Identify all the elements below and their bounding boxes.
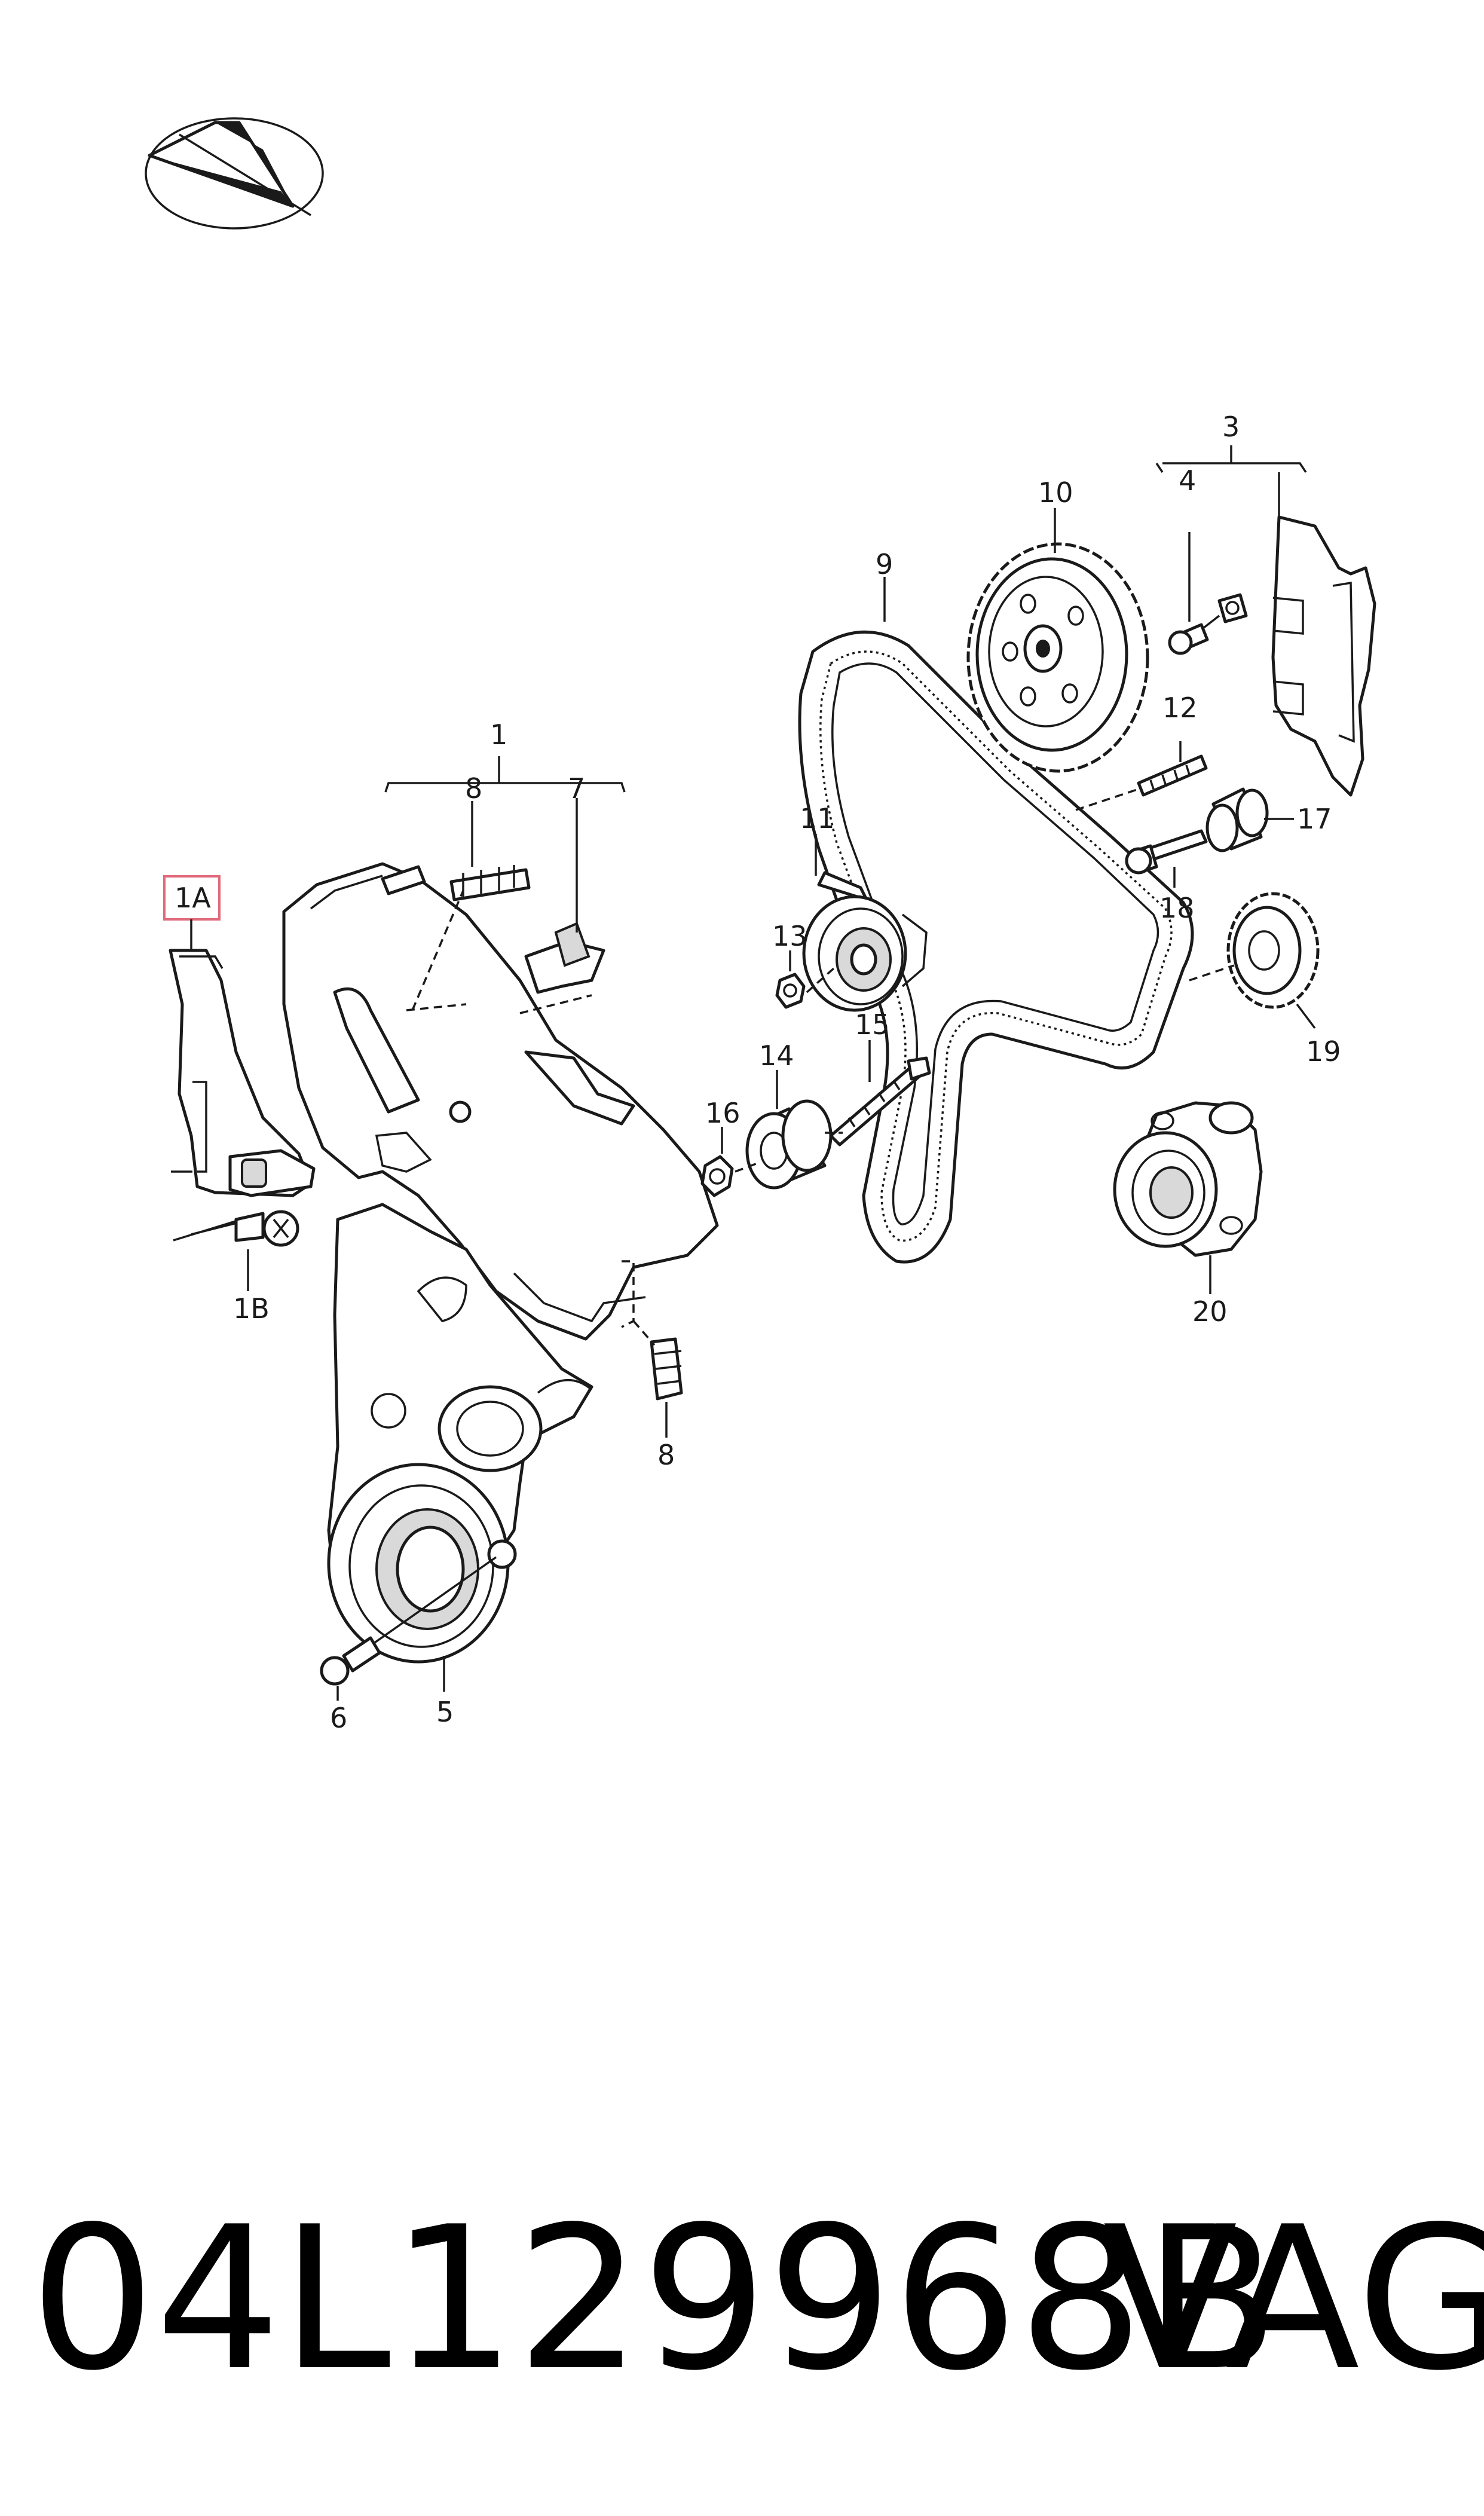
label-5: 5 xyxy=(436,1696,454,1728)
label-19: 19 xyxy=(1306,1035,1341,1068)
clip-8-lower-icon xyxy=(621,1260,683,1438)
label-1b: 1B xyxy=(233,1292,270,1325)
bolt-6-icon xyxy=(320,1556,497,1701)
label-9: 9 xyxy=(876,548,893,580)
label-7: 7 xyxy=(568,772,585,805)
label-1: 1 xyxy=(490,719,507,751)
label-1a: 1A xyxy=(175,882,211,914)
label-17: 17 xyxy=(1297,803,1332,835)
camshaft-sprocket-10 xyxy=(966,508,1149,773)
bolt-15-icon xyxy=(825,1040,931,1147)
bracket-7-icon xyxy=(519,798,605,1014)
idler-roller-14 xyxy=(745,1070,833,1190)
label-8-lower: 8 xyxy=(657,1439,675,1471)
central-timing-cover-1 xyxy=(282,862,719,1341)
rear-cover-3 xyxy=(1155,445,1376,797)
label-13: 13 xyxy=(772,920,807,952)
label-16: 16 xyxy=(705,1097,741,1129)
nut-13-icon xyxy=(775,950,835,1009)
label-15: 15 xyxy=(855,1008,890,1041)
label-6: 6 xyxy=(330,1702,347,1734)
brand-name: VAG xyxy=(1103,2184,1484,2414)
label-11: 11 xyxy=(800,802,835,834)
stud-12-icon xyxy=(1075,741,1208,811)
label-12: 12 xyxy=(1162,692,1198,724)
tensioner-pulley-11 xyxy=(802,834,928,1012)
part-number: 04L129968B xyxy=(30,2184,1279,2414)
group-1-bracket xyxy=(384,756,626,793)
orientation-compass-icon xyxy=(145,117,324,230)
bolt-1b-icon xyxy=(173,1210,299,1291)
crankshaft-sprocket-19 xyxy=(1189,892,1320,1029)
label-20: 20 xyxy=(1192,1295,1228,1328)
label-10: 10 xyxy=(1038,476,1073,509)
nut-16-icon xyxy=(700,1127,760,1197)
bolt-18-icon xyxy=(1125,829,1208,888)
label-4: 4 xyxy=(1179,464,1196,497)
oil-seal-plate-5 xyxy=(327,1463,517,1664)
water-pump-20 xyxy=(1113,1101,1263,1294)
label-18: 18 xyxy=(1159,892,1195,924)
bolt-4-icon xyxy=(1168,532,1220,655)
spacer-17-icon xyxy=(1205,787,1294,852)
label-8-upper: 8 xyxy=(465,772,482,805)
upper-timing-cover-1a xyxy=(169,949,316,1197)
clip-8-upper-icon xyxy=(406,801,531,1011)
label-3: 3 xyxy=(1222,411,1240,443)
label-14: 14 xyxy=(759,1040,794,1072)
